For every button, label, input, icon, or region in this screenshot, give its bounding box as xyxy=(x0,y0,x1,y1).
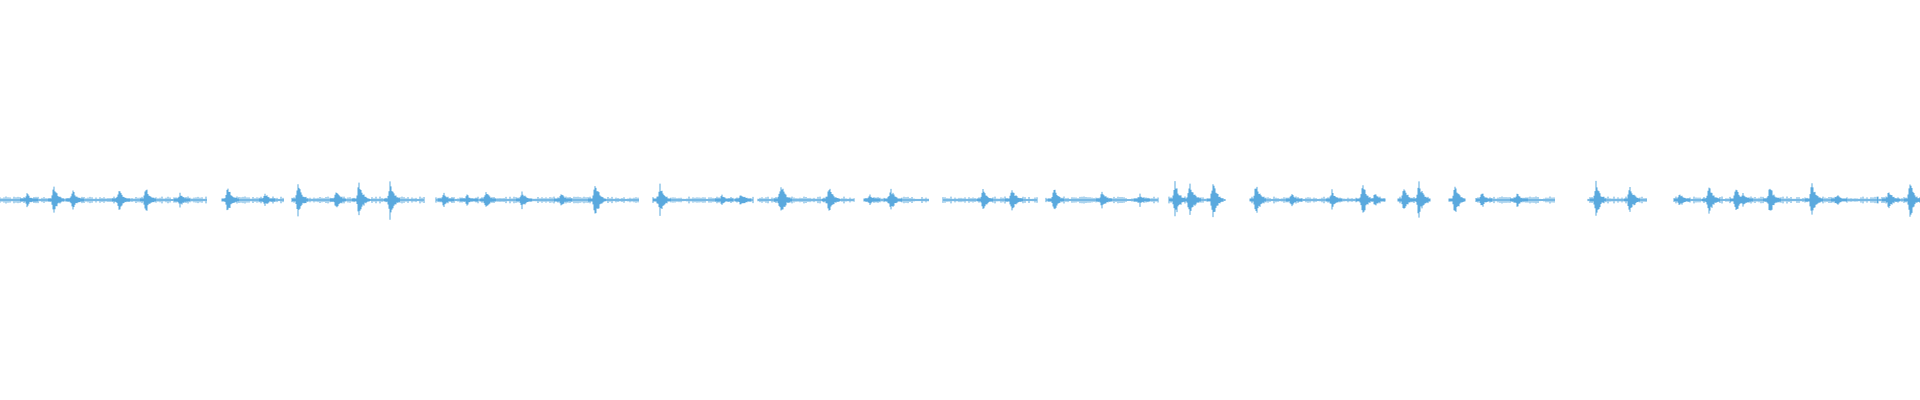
waveform-bars xyxy=(0,180,1920,220)
